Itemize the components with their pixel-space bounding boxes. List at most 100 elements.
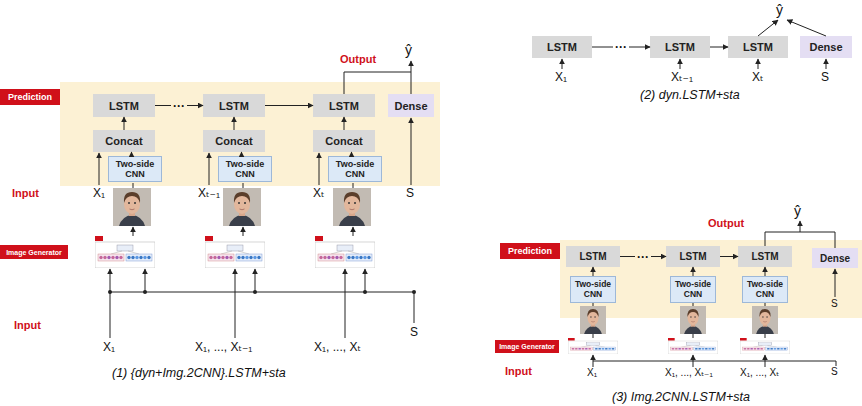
lstm-cell: LSTM [650, 36, 710, 58]
input-sequence: X₁, ..., Xₜ [740, 367, 779, 379]
two-side-cnn: Two-side CNN [328, 156, 382, 182]
dense-layer: Dense [812, 248, 858, 268]
output-symbol: ŷ [794, 203, 801, 220]
node-text: LSTM [743, 41, 773, 53]
flow-arrow [710, 47, 728, 48]
flow-arrow [720, 256, 738, 257]
node-text: LSTM [679, 251, 706, 262]
lstm-cell: LSTM [728, 36, 788, 58]
flow-arrow [765, 267, 766, 276]
input-variable: Xₜ [752, 70, 764, 84]
two-side-cnn: Two-side CNN [570, 276, 616, 303]
face-image [113, 188, 371, 226]
flow-arrow [593, 267, 594, 276]
section-tag: Prediction [500, 243, 560, 259]
input-sequence: X₁, ..., Xₜ [314, 340, 361, 354]
flow-arrow [124, 117, 125, 130]
image-generator-tag: Image Generator [495, 340, 559, 353]
ellipsis-label: ··· [171, 100, 187, 112]
input-variable: Xₜ [313, 186, 325, 200]
node-text: Concat [105, 135, 142, 147]
concat-op: Concat [313, 130, 375, 152]
input-variable: X₁ [587, 367, 597, 379]
lstm-cell: LSTM [566, 246, 620, 267]
output-label: Output [708, 216, 744, 230]
input-label: Input [12, 186, 39, 200]
caption: (1) {dyn+Img.2CNN}.LSTM+sta [112, 366, 286, 380]
face-image [580, 306, 778, 334]
node-text: LSTM [547, 41, 577, 53]
flow-arrow [241, 152, 242, 156]
generator-module [568, 338, 790, 354]
static-input: S [410, 325, 418, 339]
input-variable: X₁ [93, 186, 105, 200]
node-text: LSTM [751, 251, 778, 262]
caption: (3) Img.2CNN.LSTM+sta [612, 390, 750, 404]
flow-arrow [234, 117, 235, 130]
input-wire [593, 221, 836, 367]
static-input: S [831, 366, 838, 378]
lstm-cell: LSTM [313, 94, 375, 117]
input-label: Input [14, 318, 41, 332]
concat-op: Concat [93, 130, 155, 152]
node-text: LSTM [579, 251, 606, 262]
junction-dot [108, 290, 416, 294]
output-symbol: ŷ [405, 42, 412, 59]
concat-op: Concat [203, 130, 265, 152]
node-text: Image Generator [499, 343, 555, 350]
node-text: Two-side CNN [743, 280, 787, 299]
input-variable: Xₜ₋₁ [198, 186, 220, 200]
input-label: Input [505, 364, 532, 378]
lstm-cell: LSTM [203, 94, 265, 117]
flow-arrow [344, 117, 345, 130]
flow-arrow [131, 152, 132, 156]
two-side-cnn: Two-side CNN [108, 156, 162, 182]
input-sequence: X₁, ..., Xₜ₋₁ [195, 340, 252, 354]
ellipsis-label: ··· [613, 41, 629, 53]
node-text: Two-side CNN [671, 280, 715, 299]
input-variable: Xₜ₋₁ [671, 70, 693, 84]
two-side-cnn: Two-side CNN [218, 156, 272, 182]
flow-arrow [265, 105, 313, 106]
node-text: Two-side CNN [109, 159, 161, 179]
lstm-cell: LSTM [666, 246, 720, 267]
generator-module [95, 236, 375, 268]
ellipsis-label: ··· [635, 251, 651, 263]
prediction-band: PredictionLSTMLSTMLSTMDenseConcatConcatC… [60, 82, 440, 186]
dense-layer: Dense [800, 36, 852, 58]
input-variable: X₁ [103, 340, 115, 354]
node-text: Two-side CNN [219, 159, 271, 179]
two-side-cnn: Two-side CNN [670, 276, 716, 303]
node-text: Concat [325, 135, 362, 147]
lstm-cell: LSTM [532, 36, 592, 58]
node-text: Concat [215, 135, 252, 147]
node-text: Dense [809, 41, 842, 53]
two-side-cnn: Two-side CNN [742, 276, 788, 303]
node-text: Dense [820, 253, 850, 264]
input-wire [99, 61, 414, 338]
node-text: LSTM [109, 100, 139, 112]
flow-arrow [693, 267, 694, 276]
flow-arrow [351, 152, 352, 156]
input-variable: X₁ [555, 70, 567, 84]
caption: (2) dyn.LSTM+sta [640, 88, 740, 102]
output-symbol: ŷ [776, 2, 783, 19]
node-text: LSTM [329, 100, 359, 112]
node-text: LSTM [665, 41, 695, 53]
static-input: S [406, 186, 414, 200]
output-label: Output [340, 52, 376, 66]
static-input: S [831, 298, 838, 310]
lstm-cell: LSTM [738, 246, 792, 267]
static-input: S [821, 70, 829, 84]
image-generator-tag: Image Generator [0, 245, 68, 259]
node-text: Dense [394, 100, 427, 112]
node-text: LSTM [219, 100, 249, 112]
node-text: Image Generator [6, 249, 62, 256]
input-sequence: X₁, ..., Xₜ₋₁ [665, 367, 713, 379]
node-text: Two-side CNN [329, 159, 381, 179]
input-wire [562, 20, 826, 69]
